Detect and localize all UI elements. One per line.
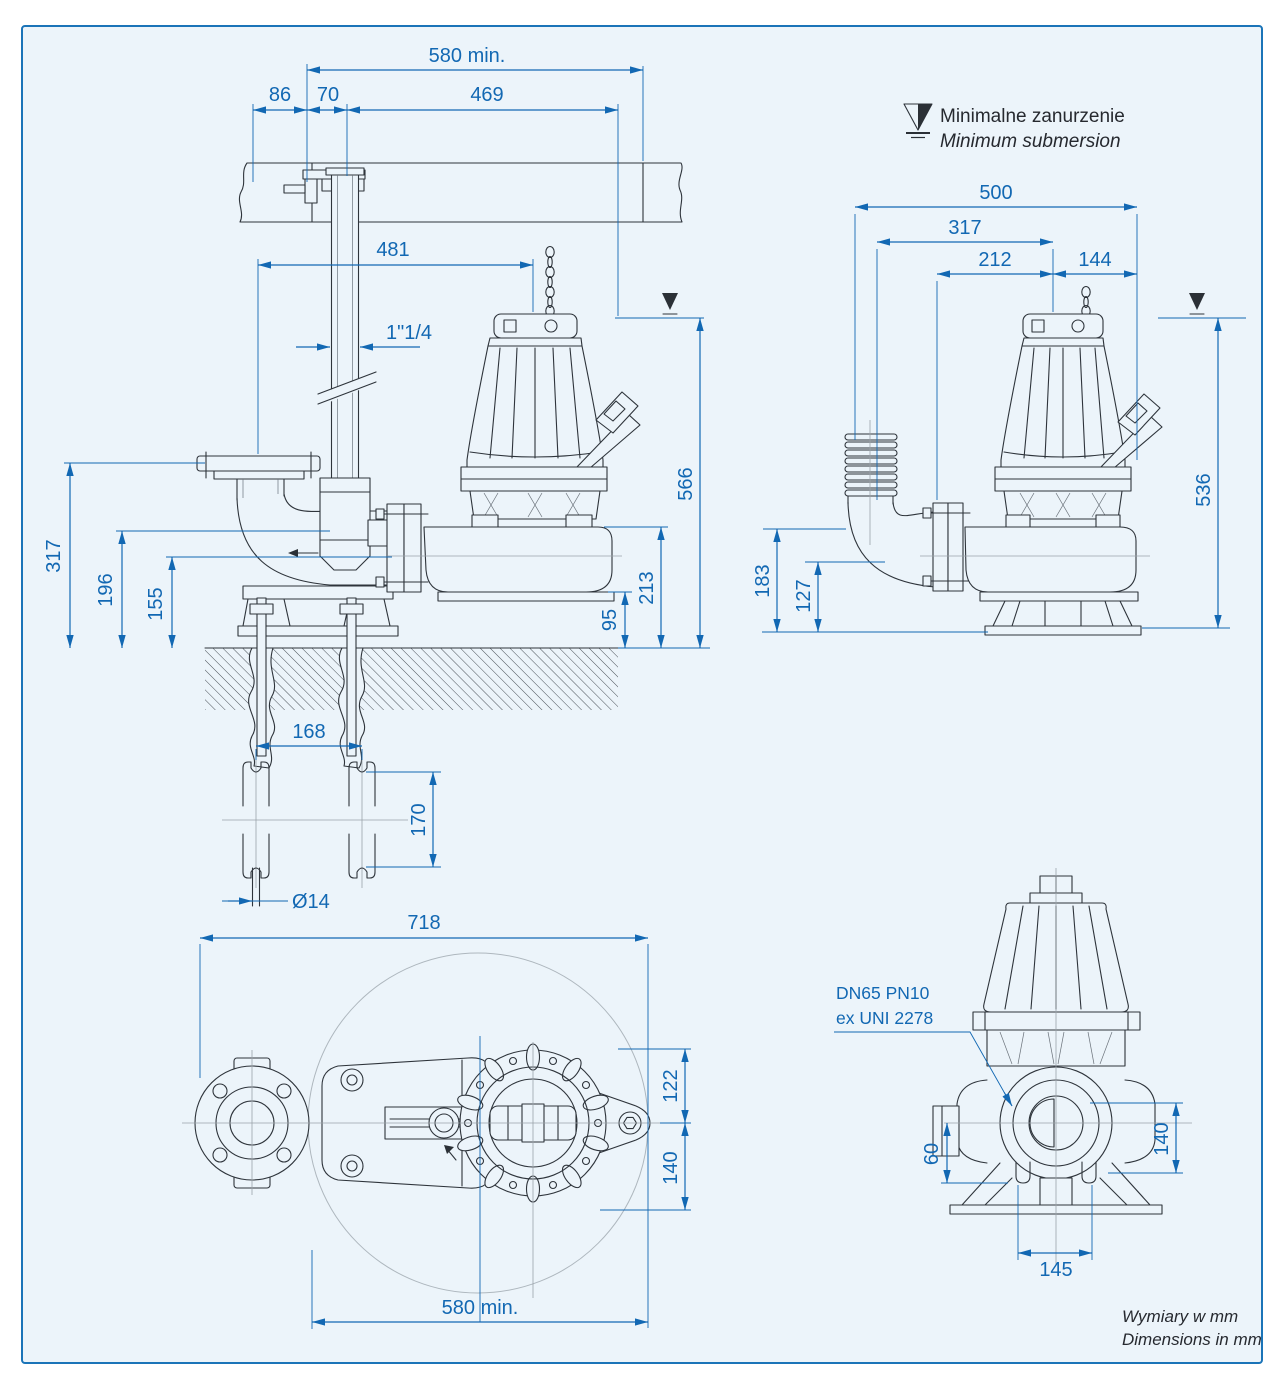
dim-label-144: 144 [1078, 249, 1111, 271]
front-view-dimensions: 60 140 145 [921, 1102, 1183, 1281]
lifting-chain [545, 245, 555, 318]
free-standing-view: 500 317 212 144 183 127 536 [752, 182, 1246, 636]
dim-label-580-plan: 580 min. [442, 1297, 519, 1319]
dim-label-60: 60 [921, 1143, 943, 1165]
units-note-en: Dimensions in mm [1122, 1330, 1262, 1349]
anchor-detail-dimensions: 168 170 Ø14 [222, 721, 441, 913]
units-note: Wymiary w mm Dimensions in mm [1122, 1307, 1262, 1349]
hose-and-elbow [844, 433, 971, 592]
ceiling-slab [238, 162, 683, 223]
dim-label-thread: 1"1/4 [386, 322, 432, 344]
dim-label-86: 86 [269, 84, 291, 106]
dim-label-95: 95 [599, 609, 621, 631]
pump-discharge-flanges [375, 503, 429, 593]
dim-label-469: 469 [470, 84, 503, 106]
side-view-dimensions: 580 min. 86 70 469 481 1"1/4 317 196 155 [43, 45, 710, 649]
dim-label-140-front: 140 [1151, 1122, 1173, 1155]
dim-label-212: 212 [978, 249, 1011, 271]
guide-rail-pipe [317, 164, 377, 481]
min-submersion-legend: Minimalne zanurzenie Minimum submersion [903, 103, 1125, 152]
dim-label-718: 718 [407, 912, 440, 934]
flow-arrow-icon [444, 1145, 457, 1161]
pump-free-standing [964, 285, 1163, 636]
flange-note: DN65 PN10 ex UNI 2278 [834, 983, 1013, 1107]
dim-label-481: 481 [376, 239, 409, 261]
anchor-bolt-slot-detail: 168 170 Ø14 [222, 721, 441, 913]
flow-arrow-icon [288, 549, 319, 557]
dim-label-536: 536 [1193, 473, 1215, 506]
dim-label-183: 183 [752, 564, 774, 597]
dim-label-500: 500 [979, 182, 1012, 204]
dim-label-70: 70 [317, 84, 339, 106]
flange-note-line1: DN65 PN10 [836, 983, 930, 1003]
legend-label-en: Minimum submersion [940, 131, 1121, 152]
dim-label-dia14: Ø14 [292, 891, 330, 913]
pump-side [423, 313, 641, 602]
submersion-symbol-icon [903, 103, 933, 139]
front-view: DN65 PN10 ex UNI 2278 60 140 145 [834, 868, 1192, 1281]
dim-label-213: 213 [636, 571, 658, 604]
dim-label-196: 196 [95, 573, 117, 606]
floor [204, 597, 619, 769]
units-note-pl: Wymiary w mm [1122, 1307, 1238, 1326]
dim-label-122: 122 [660, 1069, 682, 1102]
dim-label-145: 145 [1039, 1259, 1072, 1281]
dim-label-155: 155 [145, 587, 167, 620]
legend-label-pl: Minimalne zanurzenie [940, 106, 1125, 127]
dim-label-317: 317 [43, 539, 65, 572]
dim-label-140-plan: 140 [660, 1151, 682, 1184]
plan-view: 718 122 140 580 min. [182, 912, 691, 1329]
flange-note-line2: ex UNI 2278 [836, 1008, 933, 1028]
dim-label-overall-min-width: 580 min. [429, 45, 506, 67]
side-installation-view: 580 min. 86 70 469 481 1"1/4 317 196 155 [43, 45, 710, 769]
dim-label-317b: 317 [948, 217, 981, 239]
dim-label-170: 170 [408, 803, 430, 836]
plan-view-dimensions: 718 122 140 580 min. [199, 912, 691, 1329]
cable-gland [575, 391, 641, 469]
free-standing-dimensions: 500 317 212 144 183 127 536 [752, 182, 1246, 633]
dim-label-168: 168 [292, 721, 325, 743]
dim-label-566: 566 [675, 467, 697, 500]
dim-label-127: 127 [793, 579, 815, 612]
